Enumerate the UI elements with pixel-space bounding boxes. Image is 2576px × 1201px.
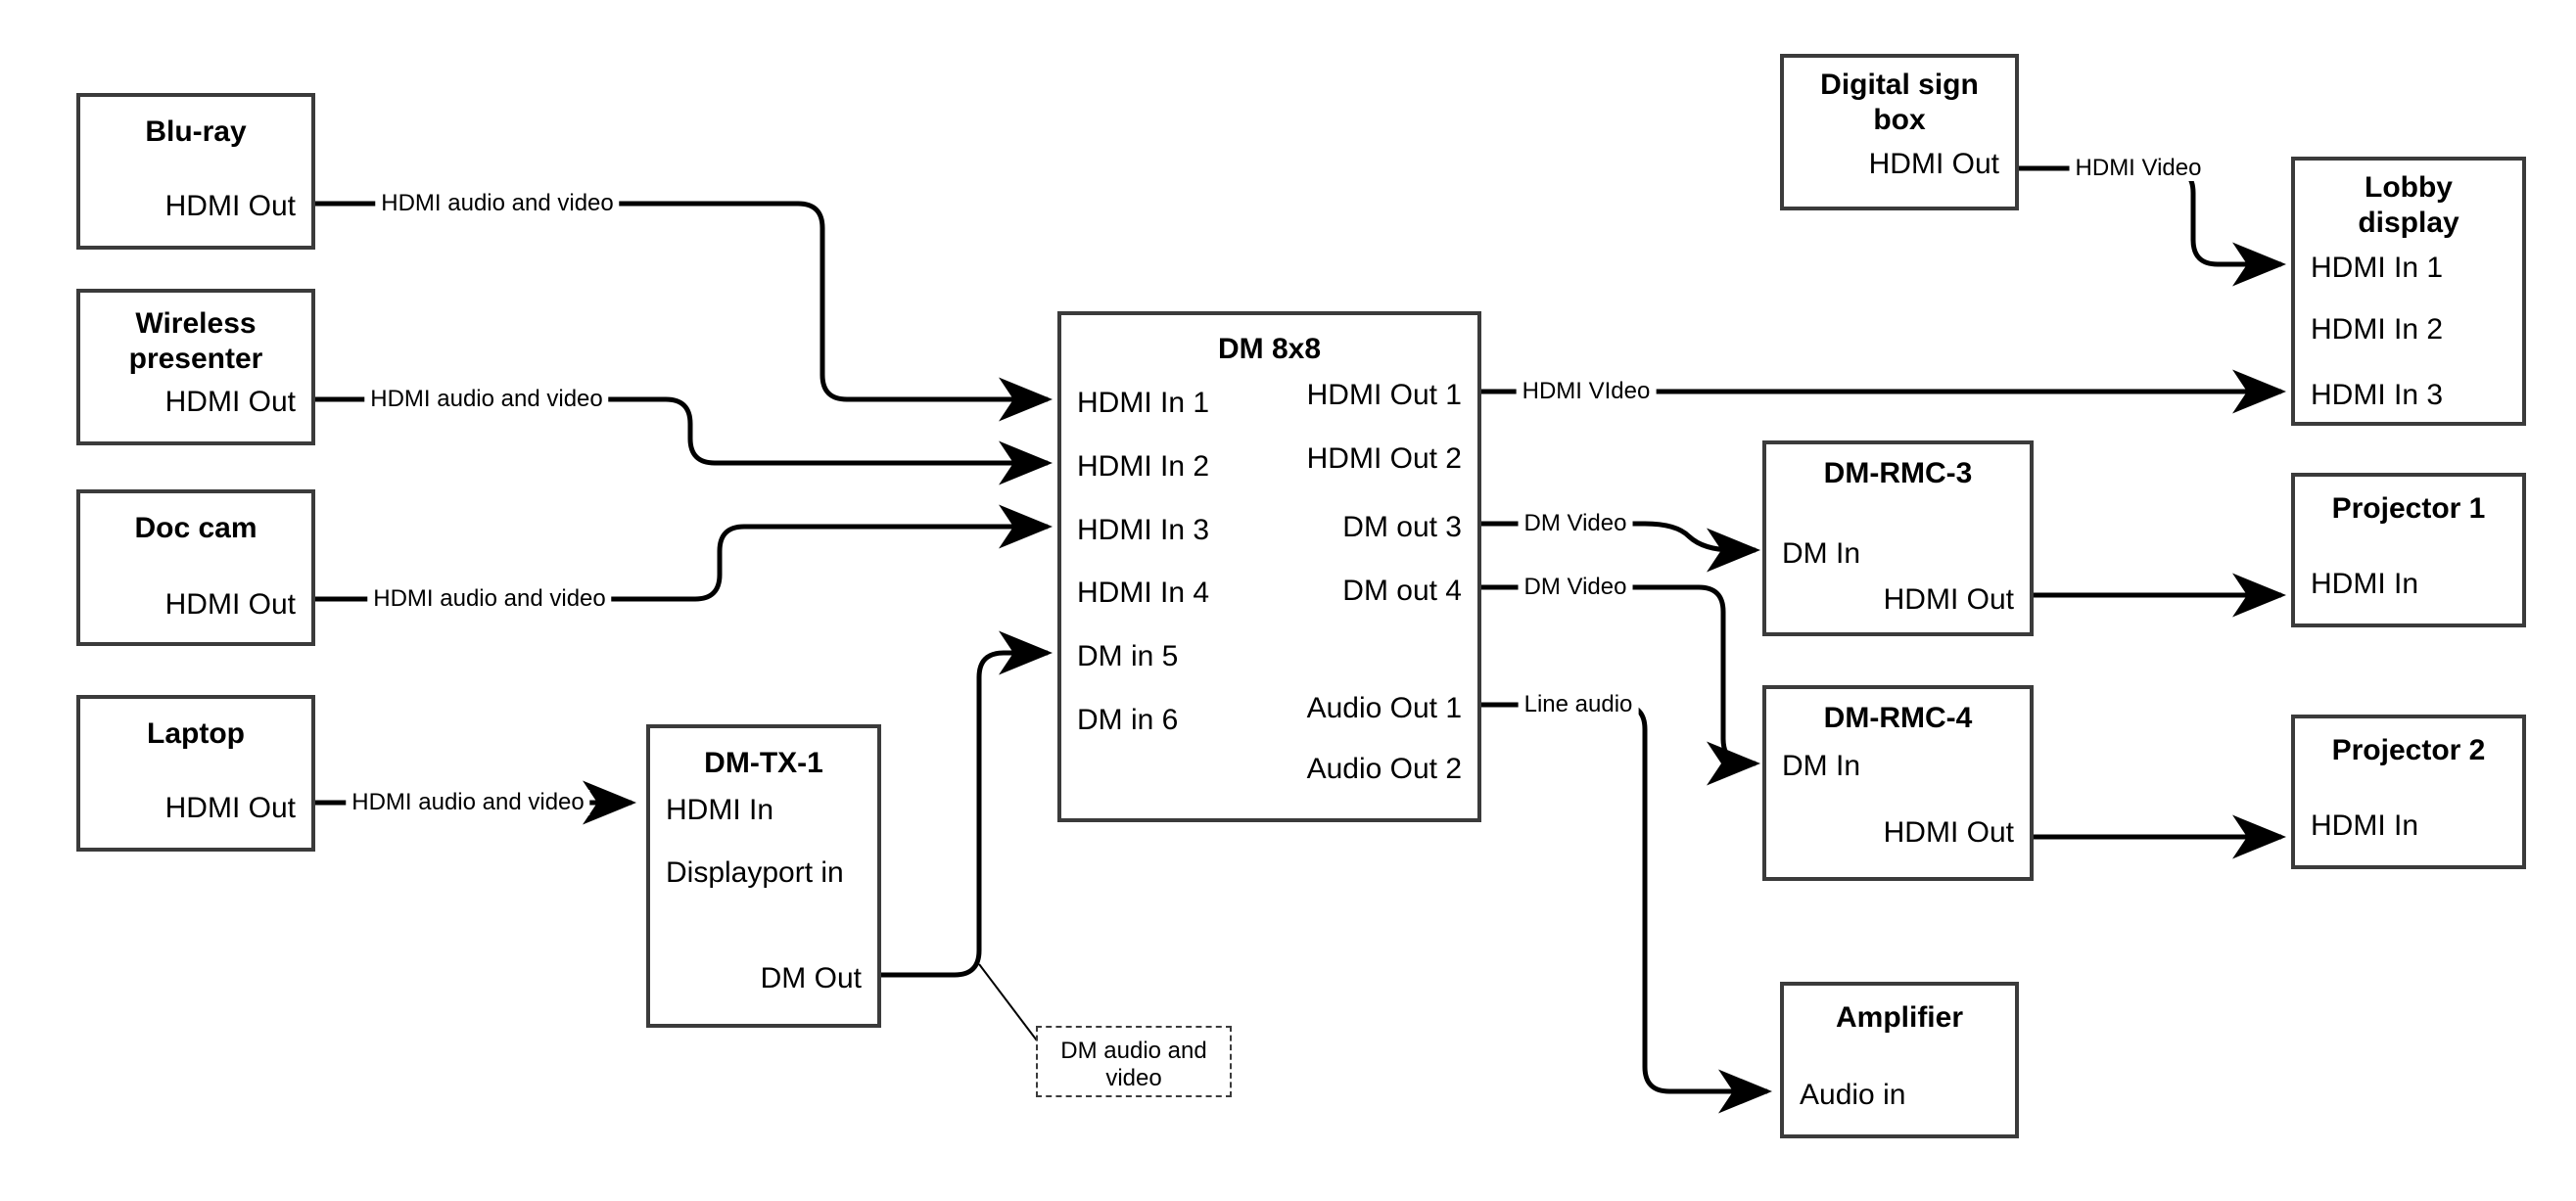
node-dmtx1-port-hdmi-in: HDMI In [666,794,774,826]
node-lobby-title-line1: Lobby [2365,171,2453,204]
node-projector1-port-hdmi-in: HDMI In [2311,568,2419,600]
edge-label-dm-out4-rmc4: DM Video [1518,575,1633,600]
node-rmc4-title: DM-RMC-4 [1823,702,1973,734]
edge-label-laptop-to-tx: HDMI audio and video [346,790,590,815]
node-lobby-title-line2: display [2358,207,2459,239]
edge-label-bluray-to-dm: HDMI audio and video [375,191,620,216]
wire-audio-amp-b [1527,702,1772,1114]
node-dmtx1-port-displayport-in: Displayport in [666,856,844,889]
node-dm-rmc-4[interactable]: DM-RMC-4 DM In HDMI Out [1762,685,2034,881]
node-bluray[interactable]: Blu-ray HDMI Out [76,93,315,250]
node-digitalsign-title-line2: box [1873,104,1926,136]
node-doccam-port-hdmi-out: HDMI Out [164,588,296,621]
node-wireless-title-line2: presenter [128,343,263,375]
node-dm-8x8[interactable]: DM 8x8 HDMI In 1 HDMI In 2 HDMI In 3 HDM… [1057,311,1481,822]
node-dm8x8-port-dm-out-4: DM out 4 [1342,575,1462,607]
note-line2: video [1105,1065,1162,1091]
node-digital-sign-box[interactable]: Digital sign box HDMI Out [1780,54,2019,210]
node-dm8x8-port-dm-out-3: DM out 3 [1342,511,1462,543]
node-bluray-title: Blu-ray [145,115,247,148]
node-amplifier-title: Amplifier [1835,1001,1964,1034]
node-doccam-title: Doc cam [134,512,258,544]
node-rmc3-title: DM-RMC-3 [1823,457,1973,489]
note-line1: DM audio and [1060,1038,1207,1064]
node-rmc4-port-hdmi-out: HDMI Out [1883,816,2014,849]
node-wireless-presenter[interactable]: Wireless presenter HDMI Out [76,289,315,445]
node-laptop[interactable]: Laptop HDMI Out [76,695,315,852]
wire-dm4-rmc4-b [1527,584,1760,786]
node-laptop-title: Laptop [147,717,245,750]
note-dm-audio-and-video: DM audio and video [1036,1026,1232,1097]
node-projector-2[interactable]: Projector 2 HDMI In [2291,715,2526,869]
node-projector-1[interactable]: Projector 1 HDMI In [2291,473,2526,627]
wire-bluray-dm1-b [607,201,1053,422]
node-dm8x8-port-hdmi-in-3: HDMI In 3 [1077,514,1210,546]
node-dm8x8-port-dm-in-6: DM in 6 [1077,704,1179,736]
edge-label-doccam-to-dm: HDMI audio and video [367,586,612,612]
node-lobby-port-hdmi-in-1: HDMI In 1 [2311,252,2444,284]
edge-label-sign-to-lobby: HDMI Video [2069,156,2208,181]
node-wireless-port-hdmi-out: HDMI Out [164,386,296,418]
node-dm8x8-port-hdmi-out-1: HDMI Out 1 [1306,379,1462,411]
node-dm8x8-port-hdmi-out-2: HDMI Out 2 [1306,442,1462,475]
node-dm-rmc-3[interactable]: DM-RMC-3 DM In HDMI Out [1762,440,2034,636]
edge-label-wireless-to-dm: HDMI audio and video [364,387,609,412]
node-digitalsign-port-hdmi-out: HDMI Out [1868,148,1999,180]
node-projector2-title: Projector 2 [2331,734,2486,766]
node-projector1-title: Projector 1 [2331,492,2486,525]
node-wireless-title-line1: Wireless [135,307,257,340]
node-dm8x8-port-audio-out-1: Audio Out 1 [1306,692,1462,724]
edge-label-dm-out3-rmc3: DM Video [1518,511,1633,536]
node-dm8x8-port-dm-in-5: DM in 5 [1077,640,1179,672]
node-lobby-port-hdmi-in-2: HDMI In 2 [2311,313,2444,346]
node-lobby-port-hdmi-in-3: HDMI In 3 [2311,379,2444,411]
wire-sign-lobby-b [2095,165,2286,287]
node-dmtx1-title: DM-TX-1 [704,747,823,779]
node-amplifier-port-audio-in: Audio in [1800,1079,1906,1111]
node-dm8x8-port-hdmi-in-2: HDMI In 2 [1077,450,1210,483]
wire-wireless-dm2-b [597,396,1053,485]
node-digitalsign-title-line1: Digital sign [1820,69,1979,101]
node-rmc3-port-dm-in: DM In [1782,537,1861,570]
node-dm8x8-port-audio-out-2: Audio Out 2 [1306,753,1462,785]
wire-doccam-dm3-b [607,504,1053,602]
edge-label-dm-out1-lobby: HDMI VIdeo [1516,379,1657,404]
node-rmc4-port-dm-in: DM In [1782,750,1861,782]
node-rmc3-port-hdmi-out: HDMI Out [1883,583,2014,616]
node-dm-tx-1[interactable]: DM-TX-1 HDMI In Displayport in DM Out [646,724,881,1028]
wire-tx-dm5 [881,630,1053,978]
node-amplifier[interactable]: Amplifier Audio in [1780,982,2019,1138]
node-bluray-port-hdmi-out: HDMI Out [164,190,296,222]
node-lobby-display[interactable]: Lobby display HDMI In 1 HDMI In 2 HDMI I… [2291,157,2526,426]
node-doc-cam[interactable]: Doc cam HDMI Out [76,489,315,646]
node-dmtx1-port-dm-out: DM Out [760,962,862,994]
node-laptop-port-hdmi-out: HDMI Out [164,792,296,824]
node-dm8x8-port-hdmi-in-4: HDMI In 4 [1077,577,1210,609]
node-dm8x8-title: DM 8x8 [1217,333,1322,365]
node-projector2-port-hdmi-in: HDMI In [2311,809,2419,842]
node-dm8x8-port-hdmi-in-1: HDMI In 1 [1077,387,1210,419]
edge-label-dm-audio-amp: Line audio [1518,692,1639,717]
